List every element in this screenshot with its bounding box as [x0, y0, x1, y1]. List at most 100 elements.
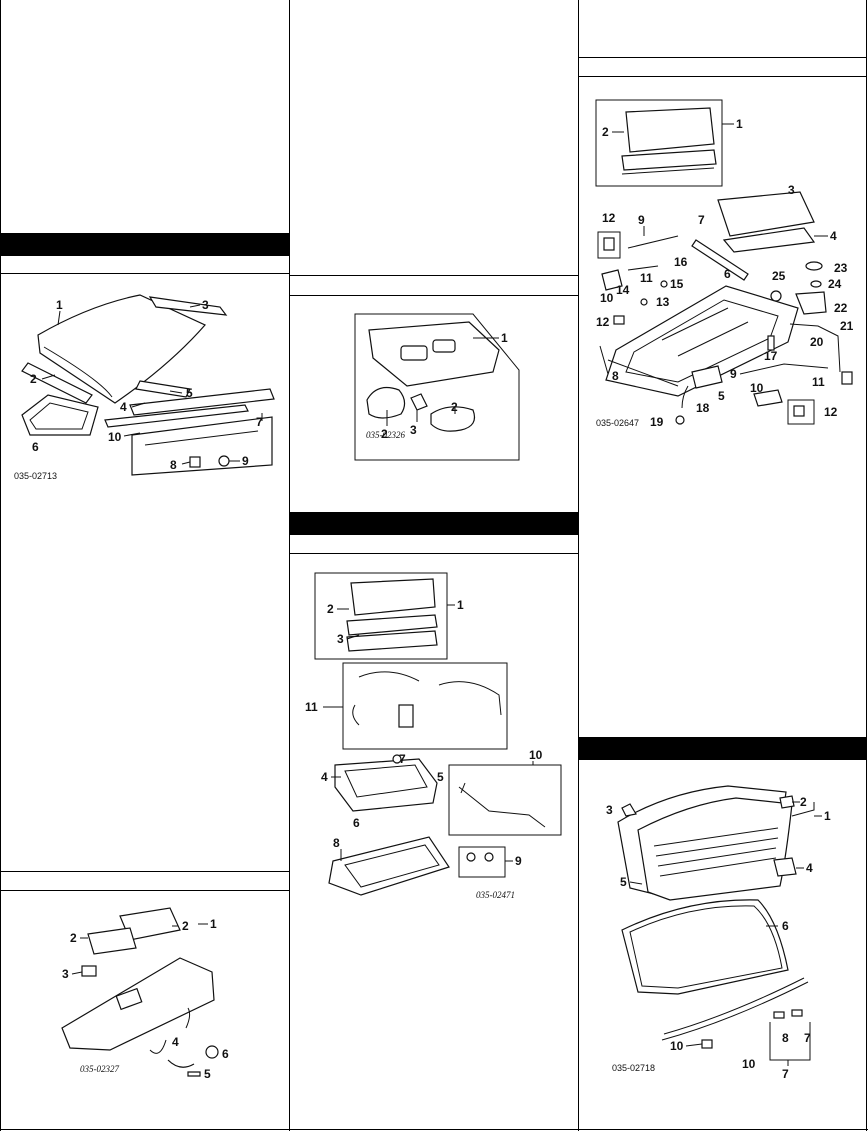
- column-divider-2: [578, 0, 579, 1131]
- callout-18: 17: [764, 349, 778, 363]
- callout-4: 4: [120, 400, 127, 414]
- sunroof-assembly-diagram: 1 2 3 11 7 4 5 6 10 8 9: [289, 565, 578, 905]
- callout-2: 2: [30, 372, 37, 386]
- callout-21: 20: [810, 335, 824, 349]
- callout-11: 11: [305, 700, 318, 714]
- callout-1: 1: [824, 809, 831, 823]
- callout-22: 21: [840, 319, 854, 333]
- callout-6: 6: [32, 440, 39, 454]
- callout-1: 1: [501, 331, 508, 345]
- section-header-bar: [0, 233, 289, 256]
- callout-3: 3: [337, 632, 344, 646]
- callout-11a: 11: [640, 271, 653, 285]
- callout-7: 7: [399, 752, 406, 766]
- callout-2a: 2: [381, 427, 388, 441]
- callout-9: 9: [515, 854, 522, 868]
- callout-2: 2: [327, 602, 334, 616]
- callout-7: 7: [698, 213, 705, 227]
- callout-2: 2: [602, 125, 609, 139]
- back-window-diagram: 3 2 1 4 5 6 10 10 8 7 7: [578, 780, 866, 1081]
- section-rule: [289, 553, 578, 554]
- section-header-bar: [289, 512, 578, 535]
- section-rule: [289, 295, 578, 296]
- callout-16: 15: [670, 277, 684, 291]
- figure-code: 035-02471: [476, 890, 515, 900]
- callout-4: 4: [830, 229, 837, 243]
- callout-4: 4: [321, 770, 328, 784]
- callout-10b: 10: [742, 1057, 756, 1071]
- figure-code: 035-02713: [14, 471, 58, 481]
- callout-3: 3: [606, 803, 613, 817]
- callout-10: 10: [529, 748, 543, 762]
- callout-2: 2: [800, 795, 807, 809]
- section-rule: [578, 57, 866, 58]
- callout-3: 3: [62, 967, 69, 981]
- callout-1: 1: [56, 298, 63, 312]
- figure-code: 035-02327: [80, 1064, 119, 1074]
- callout-9: 8: [782, 1031, 789, 1045]
- callout-19: 18: [696, 401, 710, 415]
- callout-10b: 10: [750, 381, 764, 395]
- callout-2b: 2: [70, 931, 77, 945]
- callout-9b: 9: [730, 367, 737, 381]
- section-rule: [0, 871, 289, 872]
- callout-4: 4: [172, 1035, 179, 1049]
- callout-8: 7: [804, 1031, 811, 1045]
- callout-12a: 12: [602, 211, 616, 225]
- callout-5: 5: [204, 1067, 211, 1081]
- callout-2a: 2: [182, 919, 189, 933]
- callout-5: 5: [620, 875, 627, 889]
- callout-6: 6: [353, 816, 360, 830]
- section-rule: [289, 275, 578, 276]
- callout-20: 19: [650, 415, 664, 429]
- roof-panel-diagram: 1 2 3 4 5 6 7 8 9 10: [0, 285, 289, 485]
- callout-26: 25: [772, 269, 786, 283]
- column-divider-left: [0, 0, 1, 1131]
- figure-code: 035-02718: [612, 1063, 656, 1073]
- callout-1: 1: [736, 117, 743, 131]
- callout-6: 6: [782, 919, 789, 933]
- callout-10a: 10: [670, 1039, 684, 1053]
- callout-3: 3: [410, 423, 417, 437]
- section-rule: [578, 76, 866, 77]
- callout-2b: 2: [451, 400, 458, 414]
- callout-5: 5: [437, 770, 444, 784]
- callout-6: 6: [222, 1047, 229, 1061]
- section-rule: [0, 273, 289, 274]
- callout-7: 7: [256, 415, 263, 429]
- callout-17: 16: [674, 255, 688, 269]
- figure-code: 035-02326: [366, 430, 405, 440]
- callout-4: 4: [806, 861, 813, 875]
- column-divider-right: [866, 0, 867, 1131]
- section-header-bar: [579, 737, 866, 760]
- callout-8: 8: [170, 458, 177, 472]
- callout-9a: 9: [638, 213, 645, 227]
- callout-7: 7: [782, 1067, 789, 1080]
- overhead-console-diagram: 1 2 2 3: [289, 310, 578, 470]
- callout-1: 1: [457, 598, 464, 612]
- callout-13: 12: [596, 315, 610, 329]
- callout-3: 3: [202, 298, 209, 312]
- headliner-diagram: 2 2 3 1 4 5 6: [0, 900, 289, 1090]
- callout-5: 5: [186, 386, 193, 400]
- callout-25: 24: [828, 277, 842, 291]
- callout-23: 22: [834, 301, 848, 315]
- callout-12b: 12: [824, 405, 838, 419]
- callout-9: 9: [242, 454, 249, 468]
- section-rule: [0, 890, 289, 891]
- callout-15: 14: [616, 283, 630, 297]
- page-bottom-rule: [0, 1129, 868, 1130]
- callout-10: 10: [108, 430, 122, 444]
- figure-code: 035-02647: [596, 418, 640, 428]
- callout-10a: 10: [600, 291, 614, 305]
- callout-11b: 11: [812, 375, 825, 389]
- callout-8: 8: [612, 369, 619, 383]
- sunroof-components-diagram: 1 2 3 4 12 9 7 11 16 10 14 15 13 12 6: [578, 90, 866, 435]
- callout-1: 1: [210, 917, 217, 931]
- callout-14: 13: [656, 295, 670, 309]
- callout-3: 3: [788, 183, 795, 197]
- callout-8: 8: [333, 836, 340, 850]
- callout-24: 23: [834, 261, 848, 275]
- column-divider-1: [289, 0, 290, 1131]
- callout-5: 5: [718, 389, 725, 403]
